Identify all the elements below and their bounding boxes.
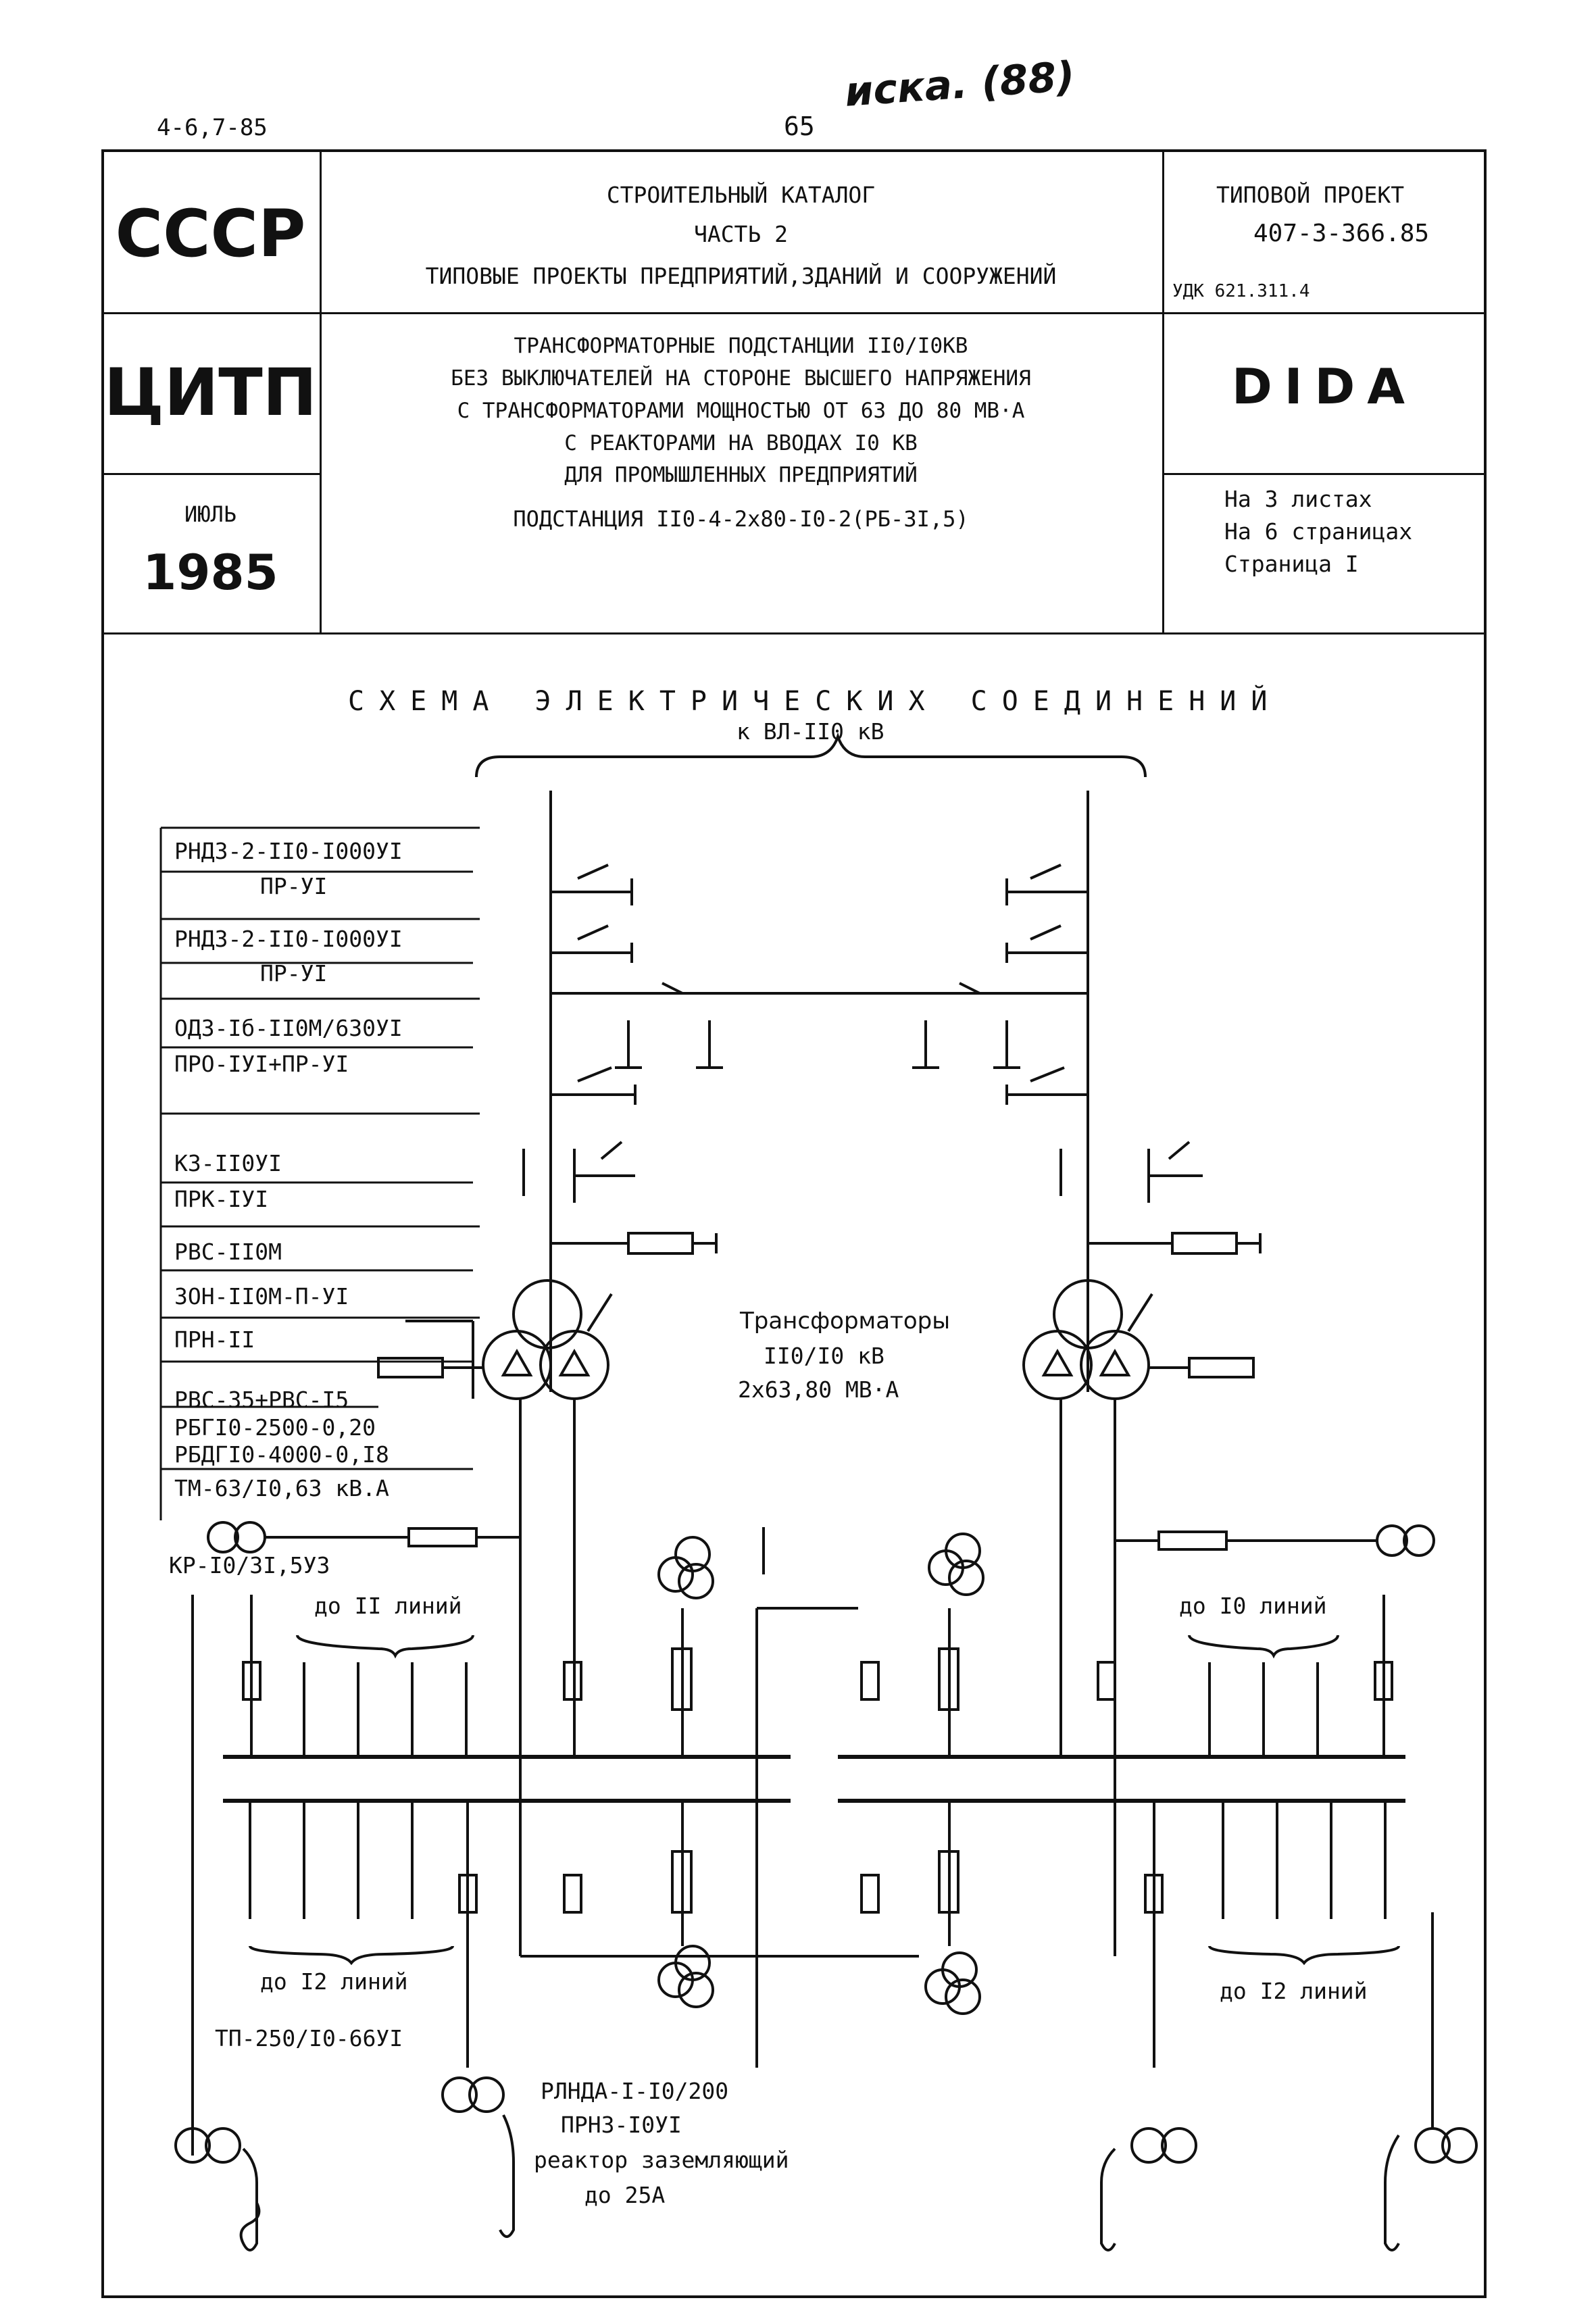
project-code: DIDA — [1231, 358, 1418, 415]
line-label: к ВЛ-II0 кВ — [737, 718, 884, 745]
legend-item-9-a: РБДГI0-4000-0,I8 — [174, 1441, 389, 1468]
page-number: 65 — [784, 111, 815, 141]
legend-item-2-b: ПР-УI — [260, 960, 328, 987]
left-hv-line — [522, 791, 966, 1392]
title-divider-row2-right — [1162, 473, 1487, 475]
legend-lines — [159, 826, 480, 1520]
project-label: ТИПОВОЙ ПРОЕКТ — [1216, 182, 1405, 208]
title-divider-left — [320, 149, 322, 634]
bus-bars — [223, 1755, 1405, 1803]
legend-item-3-a: ОДЗ-Iб-II0М/630УI — [174, 1015, 403, 1041]
title-divider-right — [1162, 149, 1164, 634]
incoming-brace — [475, 732, 1147, 778]
reactor-label-2: ПРНЗ-I0УI — [561, 2112, 682, 2138]
kr-label: КР-I0/3I,5УЗ — [169, 1552, 330, 1578]
project-number: 407-3-366.85 — [1253, 220, 1430, 247]
transformers-label-2: II0/I0 кВ — [764, 1343, 884, 1369]
transformers-label-1: Трансформаторы — [740, 1308, 951, 1335]
left-lines-bottom: до I2 линий — [260, 1968, 408, 1995]
reactor-label-1: РЛНДА-I-I0/200 — [541, 2078, 729, 2104]
subject-line-6: ПОДСТАНЦИЯ II0-4-2х80-I0-2(РБ-3I,5) — [513, 506, 969, 532]
page-index: Страница I — [1224, 551, 1359, 577]
title-divider-row3 — [101, 632, 1487, 634]
year: 1985 — [143, 544, 278, 601]
bay-fuses — [242, 1595, 1393, 2068]
right-hv-line — [959, 791, 1262, 1392]
left-lines-top: до II линий — [314, 1593, 462, 1619]
subject-line-4: С РЕАКТОРАМИ НА ВВОДАХ I0 КВ — [564, 431, 918, 455]
subject-line-5: ДЛЯ ПРОМЫШЛЕННЫХ ПРЕДПРИЯТИЙ — [564, 463, 918, 487]
reactor-group — [207, 1521, 1435, 1557]
outgoing-feeders-bottom — [249, 1801, 1400, 1966]
legend-item-6-b: ПРН-II — [174, 1326, 255, 1353]
catalog-line-3: ТИПОВЫЕ ПРОЕКТЫ ПРЕДПРИЯТИЙ,ЗДАНИЙ И СОО… — [425, 263, 1057, 289]
legend-item-1-b: ПР-УI — [260, 873, 328, 899]
catalog-line-2: ЧАСТЬ 2 — [693, 221, 789, 247]
tp-label: ТП-250/I0-66УI — [215, 2025, 403, 2051]
legend-item-1-a: РНДЗ-2-II0-I000УI — [174, 838, 403, 864]
reactor-label-3: реактор заземляющий — [534, 2147, 789, 2173]
bottom-tp — [174, 1595, 1478, 2251]
reactor-label-4: до 25А — [584, 2182, 666, 2208]
subject-line-3: С ТРАНСФОРМАТОРАМИ МОЩНОСТЬЮ ОТ 63 ДО 80… — [457, 399, 1025, 423]
transformer-right — [1022, 1279, 1255, 1400]
subject-line-1: ТРАНСФОРМАТОРНЫЕ ПОДСТАНЦИИ II0/I0КВ — [514, 334, 968, 358]
document-code: 4-6,7-85 — [157, 114, 268, 141]
legend-item-3-b: ПРО-IУI+ПР-УI — [174, 1051, 349, 1077]
legend-item-2-a: РНДЗ-2-II0-I000УI — [174, 926, 403, 952]
bridge-grounding — [615, 1020, 1020, 1069]
transformers-label-3: 2х63,80 МВ·А — [738, 1376, 899, 1403]
page-count: На 6 страницах — [1224, 518, 1413, 545]
legend-item-4-b: ПРК-IУI — [174, 1186, 269, 1212]
udk: УДК 621.311.4 — [1172, 281, 1310, 301]
transformer-left — [377, 1279, 613, 1400]
subject-line-2: БЕЗ ВЫКЛЮЧАТЕЛЕЙ НА СТОРОНЕ ВЫСШЕГО НАПР… — [451, 366, 1031, 391]
title-divider-row1 — [101, 312, 1487, 314]
org-top: СССР — [115, 196, 306, 272]
feeder-connections — [519, 1399, 1116, 2068]
title-divider-row2-left — [101, 473, 320, 475]
right-lines-bottom: до I2 линий — [1220, 1978, 1368, 2004]
legend-item-6-a: ЗОН-II0М-П-УI — [174, 1283, 349, 1310]
drawing-frame — [101, 149, 1487, 2298]
outgoing-feeders-top — [296, 1635, 1339, 1757]
legend-item-4-a: КЗ-II0УI — [174, 1150, 282, 1176]
org-bottom: ЦИТП — [103, 355, 318, 430]
diagram-title: СХЕМА ЭЛЕКТРИЧЕСКИХ СОЕДИНЕНИЙ — [348, 686, 1282, 717]
sheet-count: На 3 листах — [1224, 486, 1372, 512]
legend-item-5-a: РВС-II0М — [174, 1239, 282, 1265]
month: ИЮЛЬ — [184, 501, 237, 527]
right-lines-top: до I0 линий — [1179, 1593, 1327, 1619]
aux-transformers — [657, 1533, 984, 2015]
legend-item-8-a: РБГI0-2500-0,20 — [174, 1414, 376, 1441]
legend-item-10-a: ТМ-63/I0,63 кВ.А — [174, 1475, 389, 1501]
catalog-line-1: СТРОИТЕЛЬНЫЙ КАТАЛОГ — [606, 182, 876, 208]
